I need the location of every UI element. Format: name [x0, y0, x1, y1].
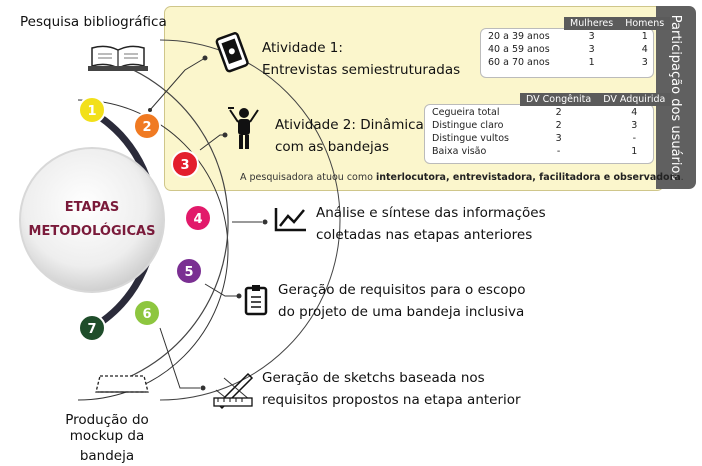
step-number-1: 1 — [87, 104, 96, 119]
table2-header-acquired: DV Adquirida — [597, 93, 671, 106]
step-circle-5: 5 — [176, 258, 202, 284]
step-circle-2: 2 — [134, 113, 160, 139]
table1-header-women: Mulheres — [564, 17, 619, 30]
note-prefix: A pesquisadora atuou como — [240, 172, 376, 183]
table2-header-congenital: DV Congênita — [520, 93, 597, 106]
activity2-subtitle: com as bandejas — [275, 137, 389, 158]
note-suffix: . — [681, 172, 684, 183]
step-number-2: 2 — [142, 120, 151, 135]
center-title-line2: METODOLÓGICAS — [25, 220, 159, 244]
step-circle-3: 3 — [172, 151, 198, 177]
activity2-title: Atividade 2: Dinâmica — [275, 115, 424, 136]
step4-line1: Análise e síntese das informações — [316, 203, 546, 224]
step6-line2: requisitos propostos na etapa anterior — [262, 390, 521, 411]
sketch-icon — [214, 374, 252, 408]
step-number-5: 5 — [184, 265, 193, 280]
visual-impairment-table: DV Congênita DV Adquirida Cegueira total… — [426, 93, 671, 158]
connector-step3 — [200, 135, 225, 150]
step-circle-4: 4 — [185, 205, 211, 231]
clipboard-icon — [246, 285, 266, 314]
chart-icon — [276, 208, 306, 230]
step-number-6: 6 — [142, 307, 151, 322]
title-bottom-line2: mockup da bandeja — [48, 426, 166, 466]
activity1-title: Atividade 1: — [262, 38, 343, 59]
step-circle-1: 1 — [79, 97, 105, 123]
step-circle-6: 6 — [134, 300, 160, 326]
connector-step6 — [160, 328, 200, 388]
step4-line2: coletadas nas etapas anteriores — [316, 225, 532, 246]
note-roles: interlocutora, entrevistadora, facilitad… — [376, 172, 681, 183]
step5-line2: do projeto de uma bandeja inclusiva — [278, 302, 524, 323]
phone-hand-icon — [216, 32, 248, 71]
activity1-subtitle: Entrevistas semiestruturadas — [262, 60, 460, 81]
step-number-7: 7 — [87, 322, 96, 337]
table-row: Baixa visão-1 — [426, 145, 671, 158]
step-circle-7: 7 — [79, 315, 105, 341]
step-number-4: 4 — [193, 212, 202, 227]
step5-line1: Geração de requisitos para o escopo — [278, 280, 525, 301]
researcher-role-note: A pesquisadora atuou como interlocutora,… — [240, 172, 684, 183]
step-number-3: 3 — [180, 158, 189, 173]
table1-header-blank — [482, 17, 564, 30]
table1-header-men: Homens — [619, 17, 670, 30]
book-icon — [88, 46, 148, 71]
person-tools-icon — [228, 108, 258, 149]
title-top: Pesquisa bibliográfica — [20, 12, 167, 32]
step6-line1: Geração de sketchs baseada nos — [262, 368, 485, 389]
center-title-line1: ETAPAS — [25, 196, 159, 220]
table2-header-blank — [426, 93, 520, 106]
tray-icon — [96, 376, 148, 392]
